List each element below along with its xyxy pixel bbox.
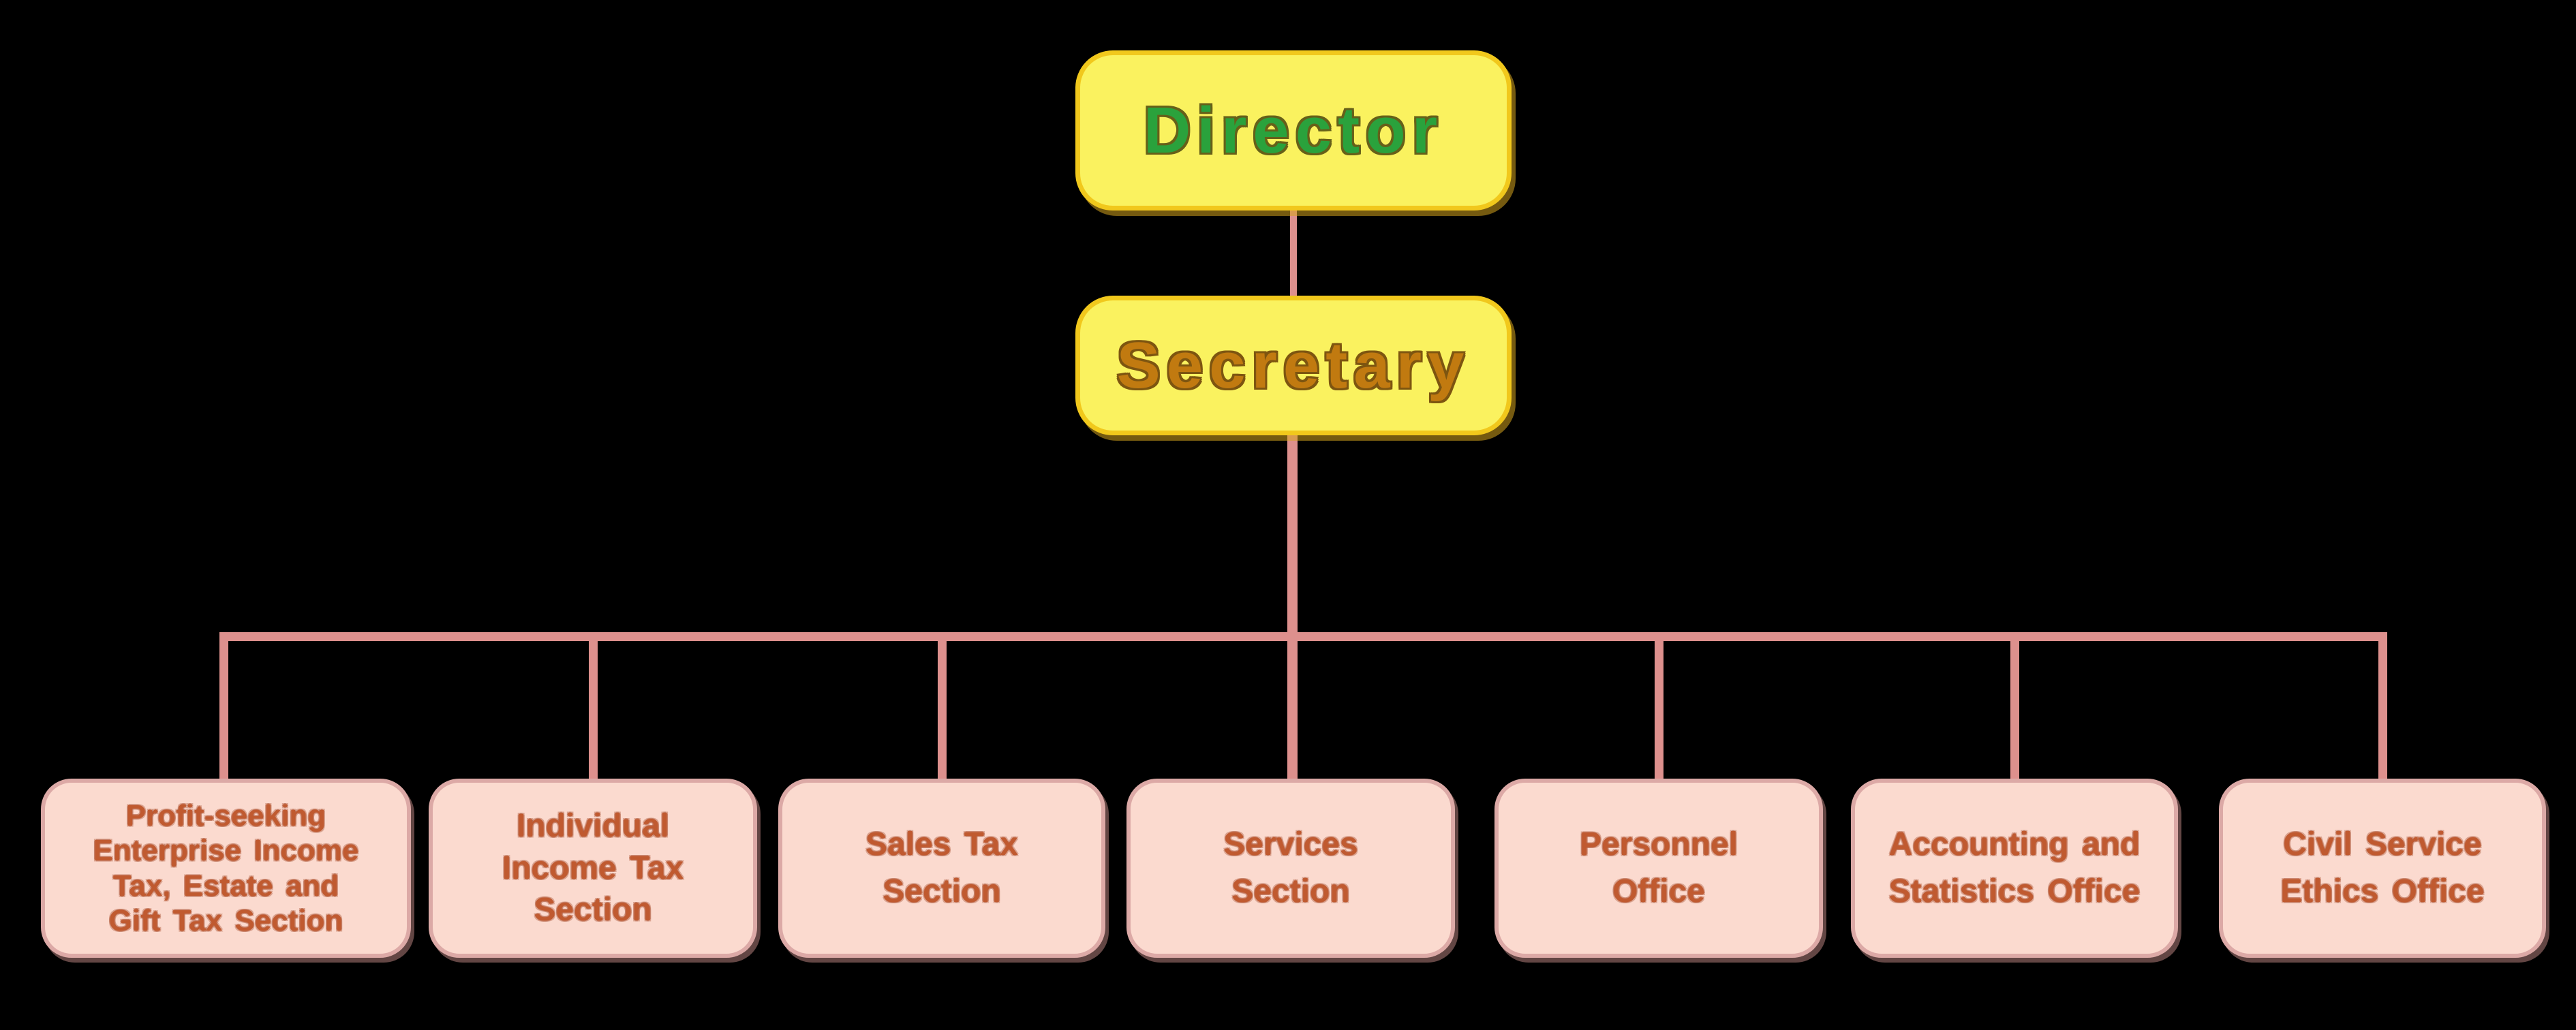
dept-node-profit-seeking-tax: Profit-seeking Enterprise Income Tax, Es… bbox=[41, 779, 411, 958]
connector-drop-individual-income-tax bbox=[589, 639, 598, 782]
connector-drop-profit-seeking-tax bbox=[219, 639, 228, 782]
dept-label-line: Sales Tax bbox=[865, 826, 1018, 863]
dept-node-services: Services Section bbox=[1126, 779, 1455, 958]
dept-label-line: Income Tax bbox=[502, 849, 684, 886]
director-label: Director bbox=[1143, 93, 1444, 167]
connector-drop-accounting-statistics bbox=[2010, 639, 2019, 782]
dept-node-individual-income-tax: Individual Income Tax Section bbox=[429, 779, 757, 958]
dept-node-civil-service-ethics: Civil Service Ethics Office bbox=[2219, 779, 2546, 958]
dept-node-personnel: Personnel Office bbox=[1494, 779, 1823, 958]
dept-label: Sales Tax Section bbox=[865, 822, 1018, 914]
dept-label-line: Section bbox=[883, 873, 1001, 909]
dept-label-line: Office bbox=[1612, 873, 1705, 909]
director-node: Director bbox=[1075, 50, 1512, 210]
dept-label: Services Section bbox=[1223, 822, 1358, 914]
dept-label: Personnel Office bbox=[1580, 822, 1738, 914]
connector-secretary-trunk bbox=[1287, 431, 1298, 644]
dept-label: Accounting and Statistics Office bbox=[1889, 822, 2141, 914]
dept-label-line: Accounting and bbox=[1888, 826, 2141, 863]
dept-label-line: Enterprise Income bbox=[93, 834, 359, 868]
dept-label-line: Section bbox=[1231, 873, 1350, 909]
dept-node-sales-tax: Sales Tax Section bbox=[778, 779, 1105, 958]
dept-node-accounting-statistics: Accounting and Statistics Office bbox=[1851, 779, 2178, 958]
connector-director-secretary bbox=[1290, 206, 1297, 300]
connector-drop-civil-service-ethics bbox=[2378, 639, 2387, 782]
dept-label: Civil Service Ethics Office bbox=[2280, 822, 2484, 914]
dept-label-line: Services bbox=[1223, 826, 1358, 863]
dept-label-line: Profit-seeking bbox=[125, 799, 326, 833]
dept-label-line: Personnel bbox=[1579, 826, 1738, 863]
dept-label-line: Tax, Estate and bbox=[112, 869, 339, 903]
dept-label-line: Ethics Office bbox=[2280, 873, 2485, 909]
secretary-node: Secretary bbox=[1075, 296, 1512, 435]
connector-drop-services bbox=[1287, 639, 1298, 782]
connector-drop-personnel bbox=[1655, 639, 1663, 782]
dept-label-line: Civil Service bbox=[2283, 826, 2482, 863]
dept-label-line: Gift Tax Section bbox=[108, 903, 343, 937]
dept-label-line: Statistics Office bbox=[1888, 873, 2141, 909]
dept-label-line: Individual bbox=[516, 808, 669, 845]
dept-label: Individual Income Tax Section bbox=[502, 805, 684, 931]
secretary-label: Secretary bbox=[1116, 328, 1471, 402]
connector-horizontal-bus bbox=[219, 632, 2387, 641]
dept-label-line: Section bbox=[534, 892, 652, 928]
dept-label: Profit-seeking Enterprise Income Tax, Es… bbox=[93, 798, 359, 937]
connector-drop-sales-tax bbox=[938, 639, 947, 782]
